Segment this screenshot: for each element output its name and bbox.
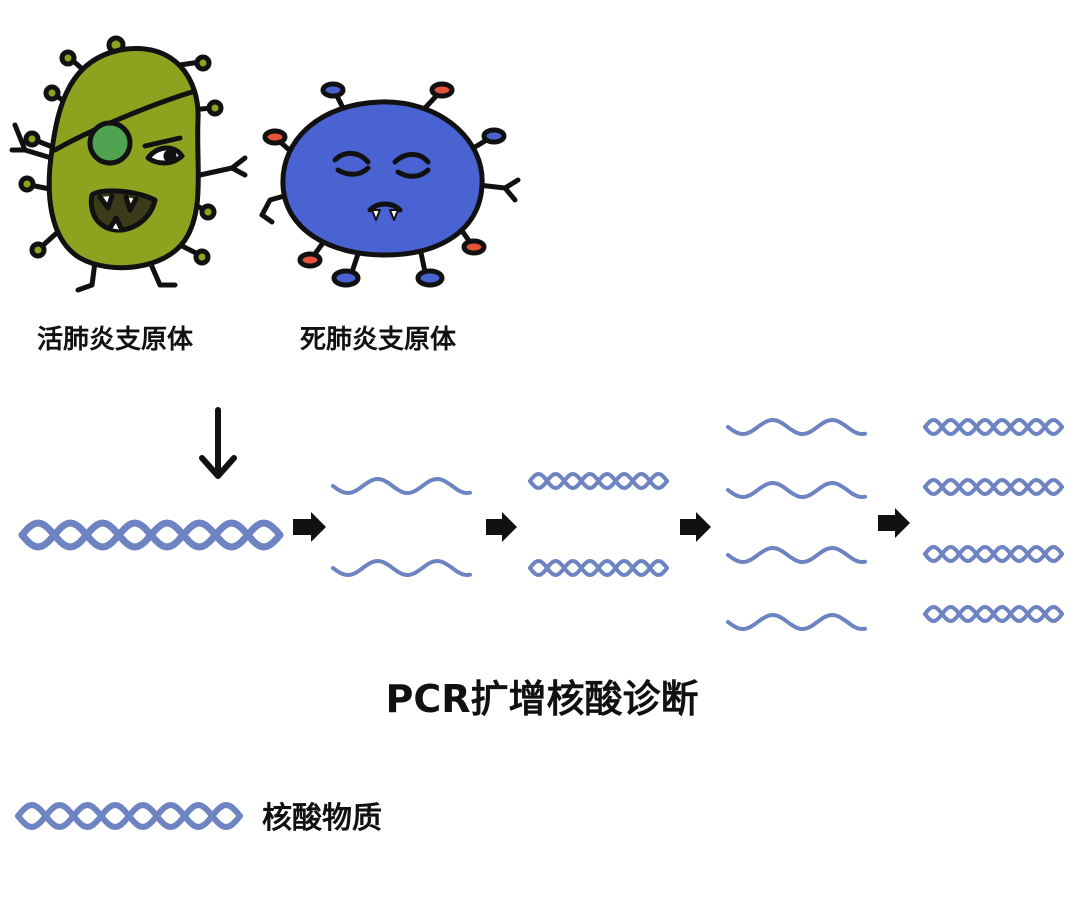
diagram-title: PCR扩增核酸诊断 xyxy=(386,677,699,721)
dna-single-strand xyxy=(726,612,867,632)
amplification-stage-4 xyxy=(726,417,867,632)
double-helix-icon xyxy=(15,801,243,831)
dna-double-helix xyxy=(18,519,284,551)
dna-single-strand xyxy=(726,545,867,565)
legend: 核酸物质 xyxy=(15,801,382,836)
dna-double-helix xyxy=(15,801,243,831)
dna-single-strand xyxy=(331,476,472,496)
stage-arrow-icon xyxy=(486,512,517,542)
amplification-stage-3 xyxy=(528,471,669,578)
dead-pathogen-icon xyxy=(259,81,521,288)
amplification-stage-1 xyxy=(18,519,284,551)
down-arrow-icon xyxy=(199,407,237,479)
stage-arrow-icon xyxy=(680,512,711,542)
dna-single-strand xyxy=(726,480,867,500)
live-pathogen-icon xyxy=(9,35,248,293)
dna-double-helix xyxy=(923,604,1064,624)
dead-pathogen-label: 死肺炎支原体 xyxy=(300,325,457,355)
dna-double-helix xyxy=(528,558,669,578)
stage-arrow-icon xyxy=(878,508,910,538)
legend-label: 核酸物质 xyxy=(262,801,382,836)
dna-double-helix xyxy=(923,544,1064,564)
live-pathogen-label: 活肺炎支原体 xyxy=(37,325,194,355)
amplification-stage-5 xyxy=(923,417,1064,624)
dna-double-helix xyxy=(528,471,669,491)
dna-double-helix xyxy=(923,417,1064,437)
dna-double-helix xyxy=(923,477,1064,497)
amplification-stage-2 xyxy=(331,476,472,578)
dna-single-strand xyxy=(331,558,472,578)
stage-arrow-icon xyxy=(293,512,326,542)
amplification-stages xyxy=(18,417,1064,632)
dna-single-strand xyxy=(726,417,867,437)
